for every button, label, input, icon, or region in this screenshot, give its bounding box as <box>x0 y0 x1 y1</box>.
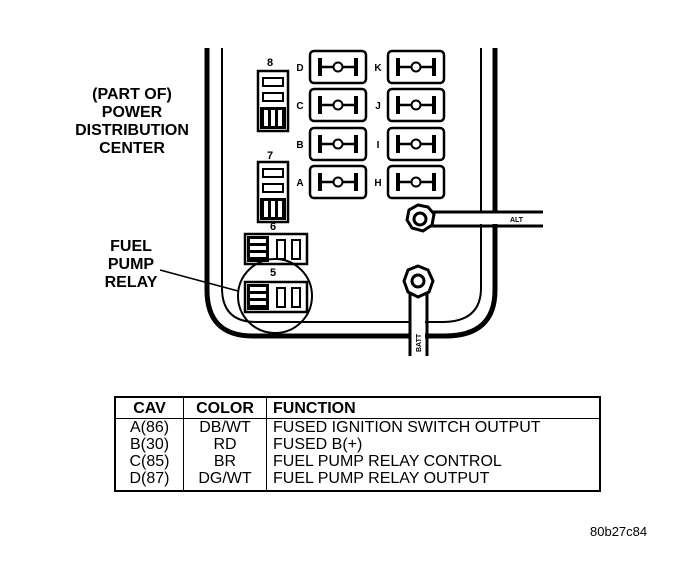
relay-number: 7 <box>267 150 273 162</box>
cav-cell: D(87) <box>129 470 170 487</box>
pinout-row: C(85) BR FUEL PUMP RELAY CONTROL <box>115 453 600 470</box>
pdc-label-line: CENTER <box>99 140 165 157</box>
batt-label: BATT <box>416 333 423 352</box>
pdc-label-line: (PART OF) <box>92 86 172 103</box>
alt-label: ALT <box>510 217 524 224</box>
pinout-row: D(87) DG/WT FUEL PUMP RELAY OUTPUT <box>115 470 600 491</box>
relay-6[interactable]: 6 <box>243 221 309 266</box>
fuse-letter: B <box>296 140 303 151</box>
fuse-a[interactable]: A <box>296 164 368 200</box>
fuse-h[interactable]: H <box>374 164 446 200</box>
color-cell: RD <box>183 436 267 453</box>
pdc-label: (PART OF) POWER DISTRIBUTION CENTER <box>62 86 202 158</box>
fuse-d[interactable]: D <box>296 49 368 85</box>
fuse-k[interactable]: K <box>374 49 446 85</box>
fuse-letter: I <box>377 140 380 151</box>
fuse-i[interactable]: I <box>377 126 446 162</box>
battery-stud[interactable]: BATT <box>402 264 435 356</box>
fuel-pump-relay-leader <box>159 269 239 292</box>
cav-cell: C(85) <box>129 453 170 470</box>
power-distribution-center-diagram: 8 7 6 5 D C B A K J I H <box>159 48 543 356</box>
pdc-label-line: POWER <box>101 104 163 121</box>
fuse-letter: A <box>296 178 303 189</box>
fuse-letter: C <box>296 101 303 112</box>
fuse-letter: H <box>374 178 381 189</box>
figure-id: 80b27c84 <box>590 524 648 539</box>
relay-7[interactable]: 7 <box>256 150 290 224</box>
pdc-label-line: DISTRIBUTION <box>75 122 189 139</box>
pdc-housing-inner <box>221 48 482 323</box>
fuse-letter: D <box>296 63 303 74</box>
color-cell: DG/WT <box>183 470 267 491</box>
relay-label-line: PUMP <box>107 256 155 273</box>
color-cell: DB/WT <box>183 418 267 436</box>
function-cell: FUEL PUMP RELAY CONTROL <box>266 453 600 470</box>
function-cell: FUSED B(+) <box>266 436 600 453</box>
relay-number: 8 <box>267 57 273 69</box>
pinout-header-row: CAV COLOR FUNCTION <box>115 397 600 419</box>
relay-8[interactable]: 8 <box>256 57 290 133</box>
fuel-pump-relay-label: FUEL PUMP RELAY <box>86 238 176 292</box>
pdc-housing-outer <box>204 48 498 339</box>
relay-label-line: FUEL <box>110 238 152 255</box>
relay-number: 6 <box>270 221 276 233</box>
header-color: COLOR <box>183 397 267 419</box>
cav-cell: B(30) <box>129 436 170 453</box>
relay-number: 5 <box>270 267 276 279</box>
fuse-letter: J <box>375 101 381 112</box>
relay-label-line: RELAY <box>104 274 158 291</box>
fuse-j[interactable]: J <box>375 87 446 123</box>
alternator-stud[interactable]: ALT <box>405 203 543 233</box>
function-cell: FUEL PUMP RELAY OUTPUT <box>266 470 600 491</box>
fuse-b[interactable]: B <box>296 126 368 162</box>
function-cell: FUSED IGNITION SWITCH OUTPUT <box>266 418 600 436</box>
relay-5-fuel-pump[interactable]: 5 <box>237 258 313 334</box>
header-cav: CAV <box>115 397 184 419</box>
cav-cell: A(86) <box>129 419 170 436</box>
fuse-c[interactable]: C <box>296 87 368 123</box>
header-function: FUNCTION <box>266 397 600 419</box>
fuse-letter: K <box>374 63 382 74</box>
color-cell: BR <box>183 453 267 470</box>
pinout-row: B(30) RD FUSED B(+) <box>115 436 600 453</box>
pinout-table: CAV COLOR FUNCTION A(86) DB/WT FUSED IGN… <box>114 396 601 492</box>
pinout-row: A(86) DB/WT FUSED IGNITION SWITCH OUTPUT <box>115 418 600 436</box>
